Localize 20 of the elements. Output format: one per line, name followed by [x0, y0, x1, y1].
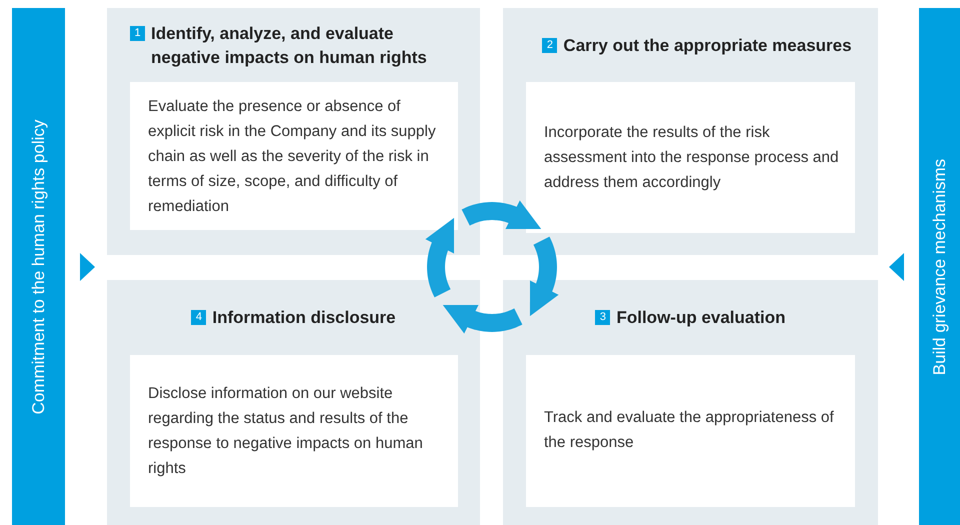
- description-text: Disclose information on our website regarding the status and results of the response to negative impacts on human rights: [148, 384, 424, 479]
- step-number: 4: [191, 310, 206, 325]
- step-panel: [503, 8, 878, 255]
- step-number: 1: [130, 26, 145, 41]
- step-number: 2: [542, 38, 558, 53]
- side-banner: [12, 8, 65, 525]
- description-text: Track and evaluate the appropriateness of the response: [544, 408, 835, 453]
- step-panel: [503, 280, 878, 525]
- step-title: Information disclosure: [212, 307, 396, 329]
- step-number: 3: [595, 310, 610, 325]
- description-text: Incorporate the results of the risk assessment into the response process and address them accordingly: [544, 123, 840, 193]
- step-panel: [107, 8, 480, 255]
- banner-label: Build grievance mechanisms: [930, 158, 950, 375]
- step-title: Carry out the appropriate measures: [563, 35, 852, 57]
- side-banner: [919, 8, 960, 525]
- description-text: Evaluate the presence or absence of explicit risk in the Company and its supply chain as well as the severity of the risk in terms of size, scope, and difficulty of remediation: [148, 97, 437, 217]
- step-panel: [107, 280, 480, 525]
- step-title: Identify, analyze, and evaluate negative impacts on human rights: [151, 23, 428, 69]
- step-title: Follow-up evaluation: [616, 307, 786, 329]
- banner-label: Commitment to the human rights policy: [28, 119, 48, 414]
